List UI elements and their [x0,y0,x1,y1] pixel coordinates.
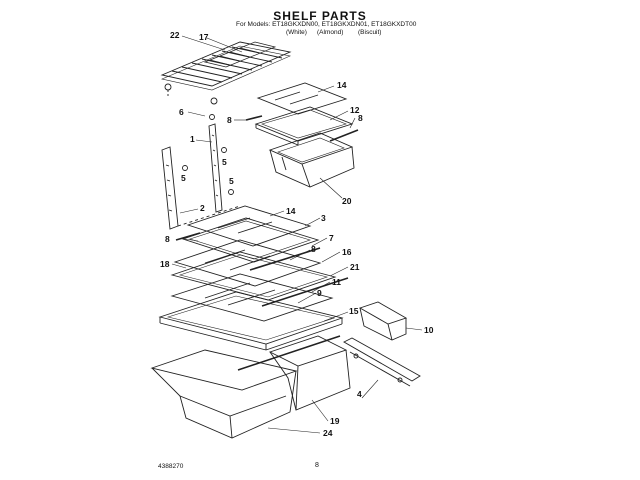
callout-22: 22 [170,30,180,40]
callout-16: 16 [342,247,352,257]
callout-8-middle-right: 8 [311,244,316,254]
page-title: SHELF PARTS [273,9,367,23]
callout-8-upper-left: 8 [227,115,232,125]
model-2: ET18GKXDN01 [321,21,368,28]
shelf-support-rails [161,114,241,230]
callout-18: 18 [160,259,170,269]
page-number: 8 [315,462,319,469]
deli-drawer [268,132,355,188]
crisper-cover [158,291,344,371]
callout-24: 24 [323,428,333,438]
callout-leaders [171,35,423,434]
glass-shelf-upper [256,82,348,115]
callout-14-middle: 14 [286,206,296,216]
callout-5-left: 5 [181,173,186,183]
callout-12: 12 [350,105,360,115]
document-number: 4388270 [158,463,184,470]
callout-1: 1 [190,134,195,144]
callout-6: 6 [179,107,184,117]
variant-almond: (Almond) [317,29,344,36]
callout-10: 10 [424,325,434,335]
callout-11: 11 [332,277,341,287]
callout-15: 15 [349,306,359,316]
models-prefix: For Models: [236,21,271,28]
callout-2: 2 [200,203,205,213]
callout-20: 20 [342,196,352,206]
crisper-drawers [150,335,351,439]
callout-8-middle-left: 8 [165,234,170,244]
callout-7: 7 [329,233,334,243]
callout-5-lower: 5 [229,176,234,186]
callout-17: 17 [199,32,209,42]
crisper-slide-rail [343,337,421,387]
model-1: ET18GKXDN00 [272,21,319,28]
wire-shelf [160,41,292,105]
callout-4: 4 [357,389,362,399]
model-3: ET18GKXDT00 [371,21,417,28]
callout-8-upper-right: 8 [358,113,363,123]
callout-21: 21 [350,262,360,272]
models-line: For Models: ET18GKXDN00, ET18GKXDN01, ET… [236,21,417,28]
callout-9: 9 [317,288,322,298]
callout-5-upper: 5 [222,157,227,167]
glass-shelf-bottom [170,273,334,322]
callout-19: 19 [330,416,340,426]
variant-white: (White) [286,29,307,36]
callout-14-upper: 14 [337,80,347,90]
dairy-bin [358,301,408,341]
callout-3: 3 [321,213,326,223]
variant-biscuit: (Biscuit) [358,29,382,36]
